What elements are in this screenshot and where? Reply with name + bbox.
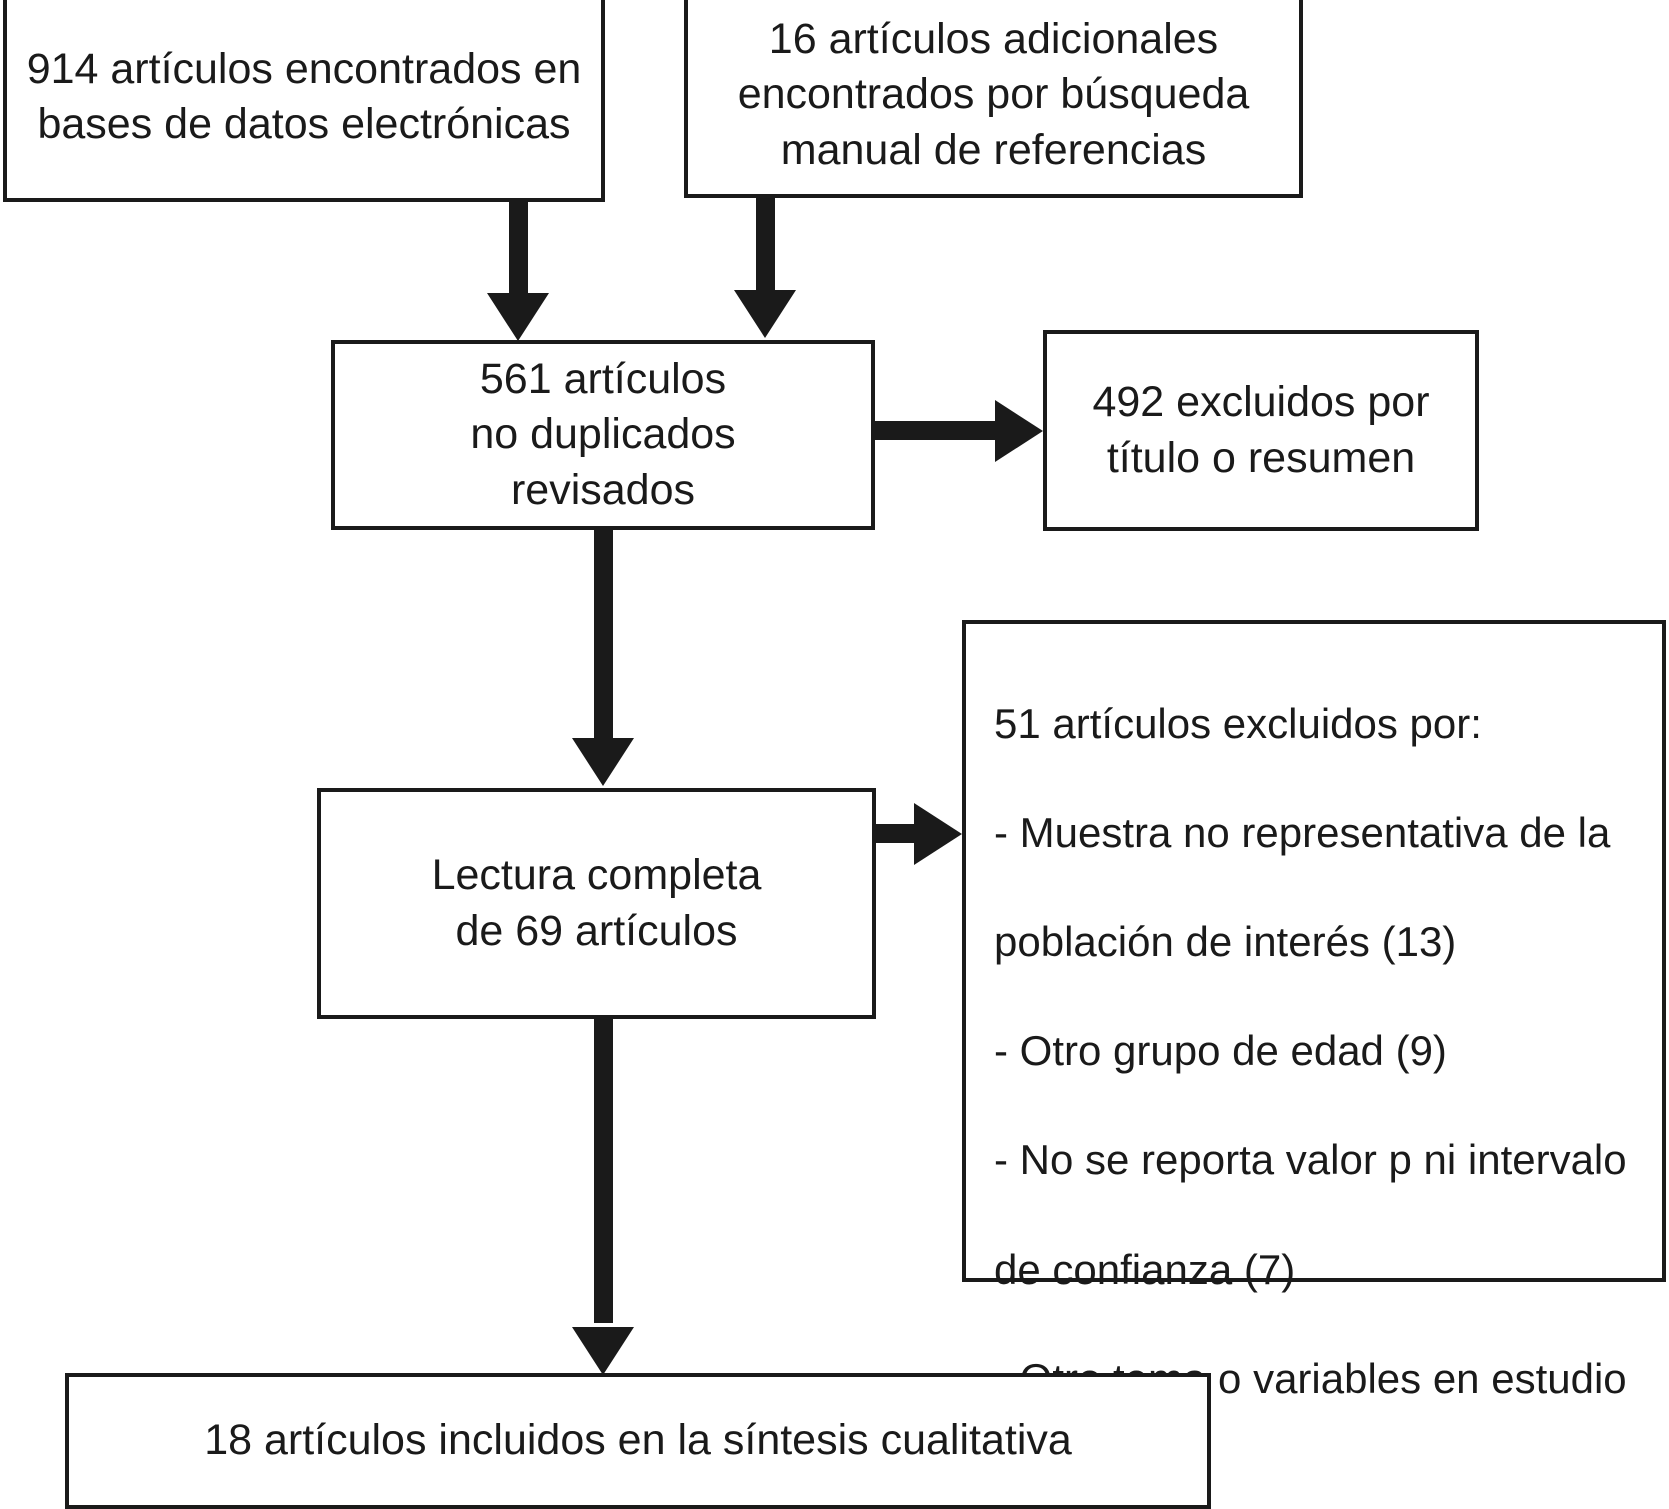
node-excluded-full-text: 51 artículos excluidos por: - Muestra no…: [962, 620, 1666, 1509]
arrow-head-right-icon: [914, 803, 962, 865]
node-screened-records: 561 artículos no duplicados revisados: [331, 340, 875, 530]
excluded-reason-line: - Otro grupo de edad (9): [994, 1027, 1447, 1075]
arrow-head-down-icon: [572, 738, 634, 786]
arrow-shaft: [509, 200, 528, 296]
excluded-reason-line: población de interés (13): [994, 917, 1457, 965]
arrow-head-down-icon: [487, 293, 549, 341]
arrow-shaft: [756, 197, 775, 293]
excluded-reason-line: - Muestra no representativa de la: [994, 808, 1611, 856]
excluded-reason-line: - No se reporta valor p ni intervalo: [994, 1136, 1627, 1184]
excluded-full-text-heading: 51 artículos excluidos por:: [994, 699, 1482, 747]
arrow-head-down-icon: [734, 290, 796, 338]
arrow-shaft: [594, 1018, 613, 1323]
arrow-shaft: [594, 529, 613, 741]
arrow-head-down-icon: [572, 1327, 634, 1375]
node-excluded-title-abstract: 492 excluidos por título o resumen: [1043, 330, 1479, 531]
node-manual-records: 16 artículos adicionales encontrados por…: [684, 0, 1303, 198]
arrow-head-right-icon: [995, 400, 1043, 462]
node-full-text-read: Lectura completa de 69 artículos: [317, 788, 876, 1019]
node-included-synthesis: 18 artículos incluidos en la síntesis cu…: [65, 1373, 1211, 1509]
excluded-reason-line: de confianza (7): [994, 1245, 1296, 1293]
arrow-shaft: [875, 421, 997, 440]
node-database-records: 914 artículos encontrados en bases de da…: [3, 0, 605, 202]
